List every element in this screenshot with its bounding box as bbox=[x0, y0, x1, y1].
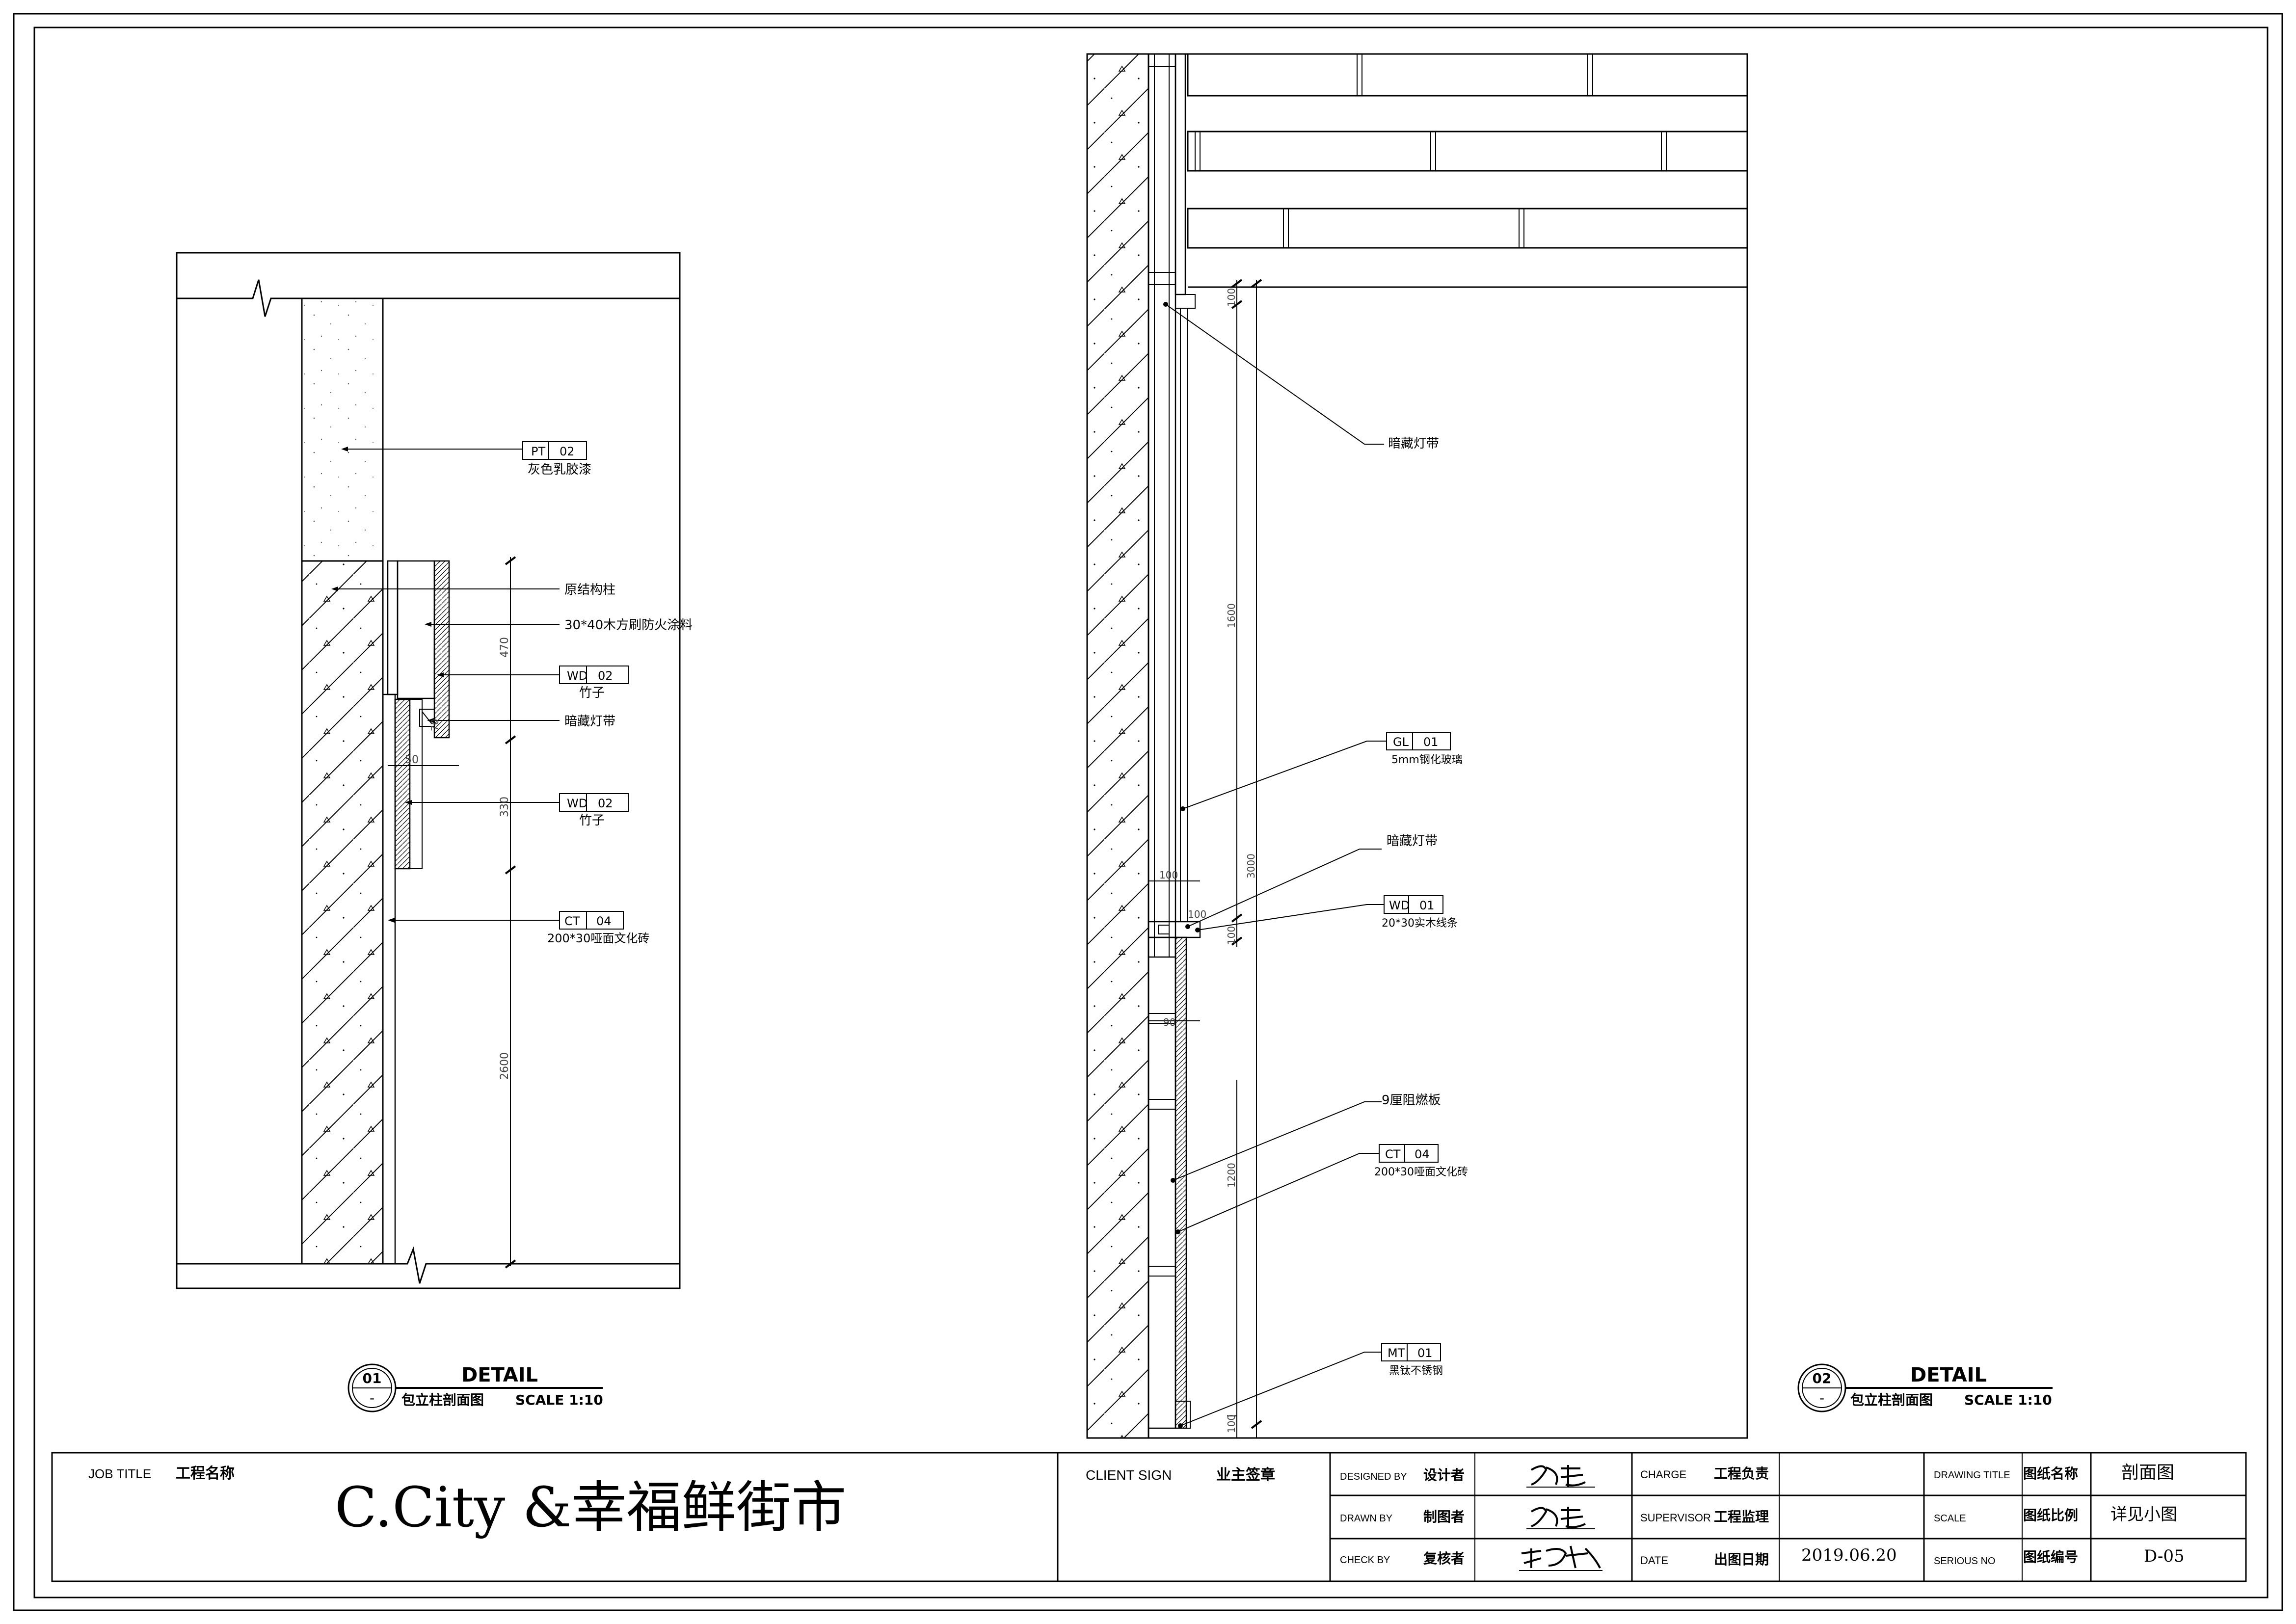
d1-tag-ct-desc: 200*30哑面文化砖 bbox=[547, 932, 649, 945]
d1-tag-pt-code: PT bbox=[531, 445, 545, 458]
d1-tag-wd2-code: WD bbox=[567, 797, 587, 810]
title-block-grid bbox=[51, 1452, 2247, 1582]
d2-tag-mt-desc: 黑钛不锈钢 bbox=[1389, 1365, 1443, 1377]
d2-number: 02 bbox=[1813, 1370, 1832, 1386]
tb-drawing-title-en: DRAWING TITLE bbox=[1934, 1470, 2010, 1481]
tb-project-name: C.City &幸福鲜街市 bbox=[335, 1476, 846, 1540]
signature-checker bbox=[1519, 1545, 1602, 1571]
tb-date-en: DATE bbox=[1640, 1554, 1668, 1567]
d2-dim-ledge-100: 100 bbox=[1188, 908, 1206, 920]
d2-tag-ct-code: CT bbox=[1385, 1147, 1401, 1161]
d2-tag-wd-code: WD bbox=[1389, 899, 1410, 912]
d1-tag-wd2-desc: 竹子 bbox=[579, 813, 605, 828]
tb-charge-en: CHARGE bbox=[1640, 1468, 1686, 1481]
d1-tag-ct-code: CT bbox=[564, 914, 580, 928]
d1-dim-330: 330 bbox=[499, 797, 511, 817]
d1-dim-2600: 2600 bbox=[499, 1052, 511, 1080]
outer-border bbox=[13, 13, 2283, 1611]
tb-check-by-en: CHECK BY bbox=[1340, 1555, 1390, 1566]
tb-charge-cn: 工程负责 bbox=[1714, 1465, 1769, 1482]
d2-note-led-mid: 暗藏灯带 bbox=[1387, 834, 1438, 849]
detail-01-drawing bbox=[176, 252, 681, 1289]
d1-tag-pt-num: 02 bbox=[560, 445, 575, 458]
d2-tag-wd-desc: 20*30实木线条 bbox=[1382, 917, 1458, 930]
tb-date-cn: 出图日期 bbox=[1714, 1551, 1769, 1568]
d1-tag-ct-num: 04 bbox=[596, 914, 612, 928]
d2-dim-top-100: 100 bbox=[1226, 288, 1237, 307]
d2-tag-wd-num: 01 bbox=[1419, 899, 1435, 912]
d2-tag-ct-desc: 200*30哑面文化砖 bbox=[1374, 1166, 1468, 1178]
d1-detail-word: DETAIL bbox=[461, 1364, 538, 1386]
tb-supervisor-en: SUPERVISOR bbox=[1640, 1512, 1711, 1524]
d2-tag-gl-code: GL bbox=[1393, 735, 1409, 749]
signature-designer bbox=[1526, 1465, 1595, 1488]
d1-tag-wd1-desc: 竹子 bbox=[579, 686, 605, 700]
tb-drawing-title-cn: 图纸名称 bbox=[2023, 1465, 2078, 1482]
d1-tag-wd1-num: 02 bbox=[598, 669, 613, 683]
d1-note-led: 暗藏灯带 bbox=[564, 714, 615, 729]
tb-designed-by-cn: 设计者 bbox=[1423, 1467, 1465, 1483]
d1-title: 包立柱剖面图 bbox=[401, 1392, 484, 1408]
d1-dim-70: 70 bbox=[429, 719, 441, 731]
d2-detail-word: DETAIL bbox=[1910, 1364, 1987, 1386]
tb-client-sign-cn: 业主签章 bbox=[1216, 1466, 1275, 1484]
tb-scale-cn: 图纸比例 bbox=[2023, 1507, 2078, 1523]
tb-designed-by-en: DESIGNED BY bbox=[1340, 1471, 1407, 1482]
tb-serious-no-cn: 图纸编号 bbox=[2023, 1549, 2078, 1565]
d2-scale: SCALE 1:10 bbox=[1964, 1392, 2052, 1408]
inner-border bbox=[33, 27, 2269, 1598]
d1-dim-50: 50 bbox=[405, 754, 419, 766]
tb-drawn-by-cn: 制图者 bbox=[1423, 1509, 1465, 1525]
d1-sub: - bbox=[370, 1390, 374, 1406]
d1-note-batten: 30*40木方刷防火涂料 bbox=[564, 618, 693, 633]
tb-date-value: 2019.06.20 bbox=[1801, 1545, 1897, 1565]
signature-drafter bbox=[1526, 1507, 1595, 1529]
tb-job-title-cn: 工程名称 bbox=[176, 1465, 235, 1482]
d1-scale: SCALE 1:10 bbox=[515, 1392, 603, 1408]
d2-dim-left-100: 100 bbox=[1159, 869, 1178, 881]
tb-serious-no-en: SERIOUS NO bbox=[1934, 1556, 1996, 1567]
detail-02-drawing bbox=[1086, 53, 1748, 1439]
d2-dim-3000: 3000 bbox=[1245, 853, 1257, 879]
tb-check-by-cn: 复核者 bbox=[1423, 1550, 1465, 1567]
d2-sub: - bbox=[1819, 1390, 1824, 1406]
d2-note-board: 9厘阻燃板 bbox=[1382, 1093, 1441, 1108]
d2-dim-mid-100: 100 bbox=[1226, 926, 1237, 945]
d2-title: 包立柱剖面图 bbox=[1850, 1392, 1933, 1408]
tb-client-sign-en: CLIENT SIGN bbox=[1086, 1467, 1172, 1483]
d2-dim-90: 90 bbox=[1163, 1016, 1175, 1028]
d2-dim-bottom-100: 100 bbox=[1226, 1414, 1237, 1433]
tb-scale-value: 详见小图 bbox=[2110, 1505, 2177, 1524]
detail-02-title-symbol bbox=[1797, 1363, 2053, 1412]
tb-serious-no-value: D-05 bbox=[2144, 1546, 2185, 1566]
tb-scale-en: SCALE bbox=[1934, 1513, 1966, 1524]
d1-tag-wd2-num: 02 bbox=[598, 797, 613, 810]
tb-drawn-by-en: DRAWN BY bbox=[1340, 1513, 1392, 1524]
d2-note-led-top: 暗藏灯带 bbox=[1388, 436, 1439, 451]
tb-drawing-title-value: 剖面图 bbox=[2121, 1463, 2174, 1483]
d2-tag-gl-num: 01 bbox=[1423, 735, 1439, 749]
d2-tag-gl-desc: 5mm钢化玻璃 bbox=[1391, 754, 1463, 766]
d1-note-structure: 原结构柱 bbox=[564, 583, 615, 597]
detail-01-title-symbol bbox=[347, 1363, 603, 1412]
tb-supervisor-cn: 工程监理 bbox=[1714, 1509, 1769, 1525]
d1-dim-470: 470 bbox=[499, 637, 511, 658]
d2-tag-ct-num: 04 bbox=[1415, 1147, 1430, 1161]
d2-dim-1600: 1600 bbox=[1226, 603, 1237, 628]
d2-tag-mt-code: MT bbox=[1388, 1346, 1405, 1360]
d1-tag-pt-desc: 灰色乳胶漆 bbox=[528, 462, 591, 477]
d1-number: 01 bbox=[363, 1370, 382, 1386]
tb-job-title-en: JOB TITLE bbox=[88, 1466, 151, 1481]
d1-tag-wd1-code: WD bbox=[567, 669, 587, 683]
d2-tag-mt-num: 01 bbox=[1417, 1346, 1433, 1360]
d2-dim-1200: 1200 bbox=[1226, 1163, 1237, 1188]
